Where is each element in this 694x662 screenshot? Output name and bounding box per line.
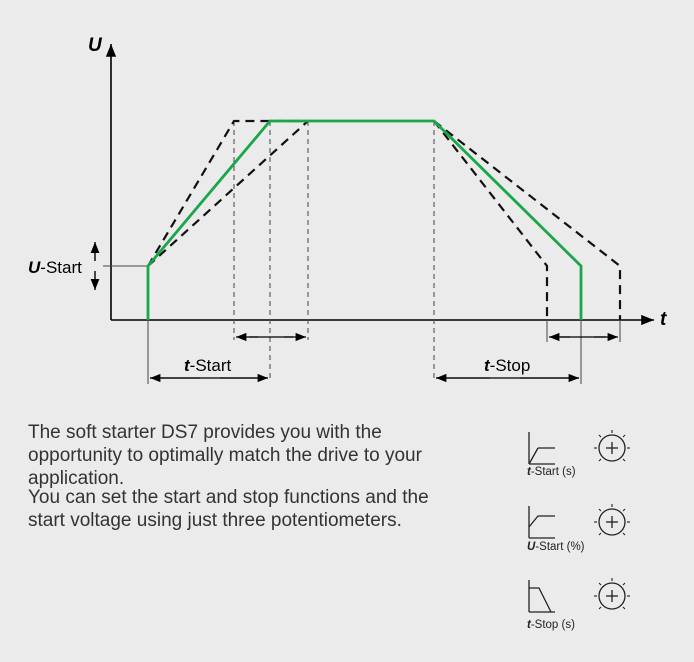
solid-guides bbox=[103, 265, 621, 384]
description-paragraph-1: The soft starter DS7 provides you with t… bbox=[28, 422, 422, 489]
t-stop-potentiometer bbox=[528, 578, 630, 613]
u-start-label: U-Start bbox=[28, 258, 82, 277]
t-start-label: t-Start bbox=[184, 356, 232, 375]
ramp-down-icon bbox=[528, 580, 555, 613]
description-paragraph-2: You can set the start and stop functions… bbox=[28, 487, 429, 531]
step-ramp-icon bbox=[528, 506, 555, 539]
knob-icon bbox=[594, 504, 630, 536]
y-axis-label: U bbox=[88, 35, 103, 56]
t-start-pot-label: t-Start (s) bbox=[527, 466, 576, 478]
knob-icon bbox=[594, 430, 630, 462]
t-stop-label: t-Stop bbox=[484, 356, 530, 375]
ramp-up-icon bbox=[528, 432, 555, 465]
selected-curve bbox=[146, 119, 583, 320]
u-start-pot-label: U-Start (%) bbox=[527, 541, 585, 553]
x-axis-label: t bbox=[660, 309, 667, 330]
range-curves bbox=[147, 119, 622, 320]
t-start-potentiometer bbox=[528, 430, 630, 465]
knob-icon bbox=[594, 578, 630, 610]
guide-lines bbox=[233, 121, 435, 382]
t-stop-pot-label: t-Stop (s) bbox=[527, 619, 575, 631]
u-start-potentiometer bbox=[528, 504, 630, 539]
